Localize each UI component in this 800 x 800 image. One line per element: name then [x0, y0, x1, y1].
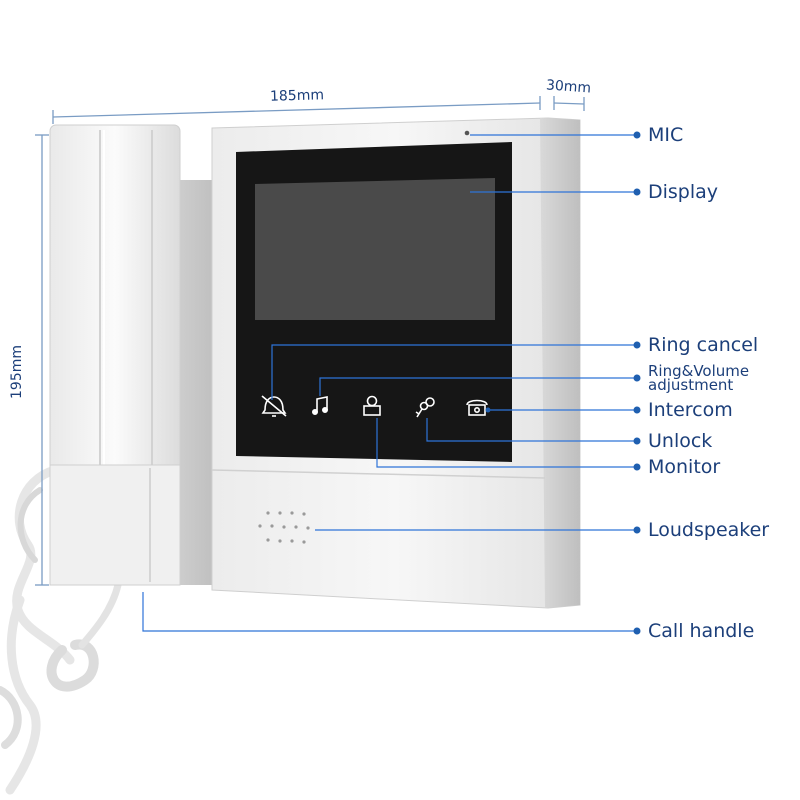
label-call-handle: Call handle [648, 620, 755, 642]
label-ring-cancel: Ring cancel [648, 334, 759, 356]
display-panel [255, 178, 495, 320]
person-icon[interactable] [363, 395, 381, 416]
label-ring-volume-line1: Ring&Volume [648, 362, 750, 380]
handset [49, 124, 181, 586]
height-dimension: 195mm [9, 345, 25, 399]
label-unlock: Unlock [648, 430, 713, 452]
keys-icon[interactable] [415, 397, 435, 418]
leader-dots [485, 131, 641, 635]
label-monitor: Monitor [648, 456, 721, 478]
width-dimension: 185mm [269, 87, 325, 105]
label-loudspeaker: Loudspeaker [648, 519, 770, 541]
telephone-icon[interactable] [466, 399, 488, 416]
depth-dimension: 30mm [545, 77, 592, 97]
bell-off-icon[interactable] [261, 395, 287, 417]
leader-lines [142, 134, 637, 632]
label-ring-volume-line2: adjustment [648, 376, 734, 394]
label-intercom: Intercom [648, 399, 733, 421]
mic-hole [464, 130, 470, 136]
coiled-cable [0, 465, 122, 795]
label-mic: MIC [648, 124, 684, 146]
music-note-icon[interactable] [311, 396, 328, 415]
main-unit [211, 117, 581, 609]
side-edge [540, 118, 580, 608]
label-display: Display [648, 181, 719, 203]
speaker-grille [258, 511, 310, 544]
dimension-lines [35, 96, 585, 586]
